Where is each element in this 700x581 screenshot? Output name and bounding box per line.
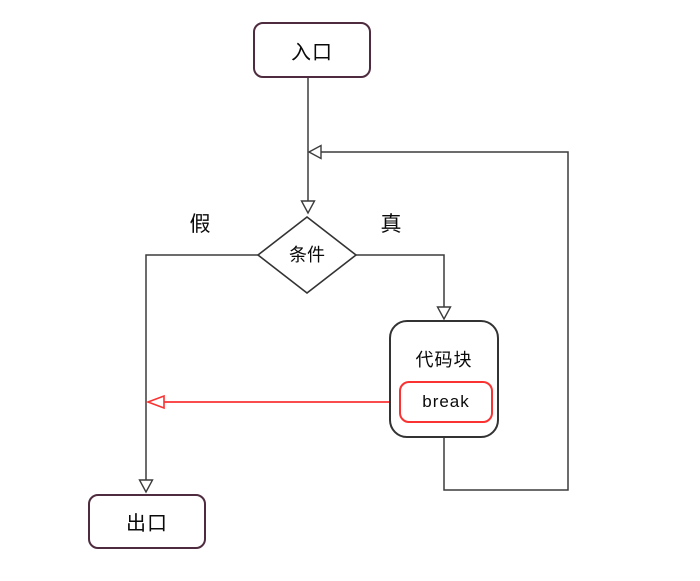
arrowhead-down-icon: [300, 200, 316, 215]
arrowhead-down-icon: [436, 306, 452, 321]
node-exit-label: 出口: [126, 513, 168, 535]
edge-label-true: 真: [380, 213, 402, 236]
node-condition-label: 条件: [289, 245, 325, 265]
node-code-block: 代码块 break: [389, 320, 499, 438]
node-entry: 入口: [253, 22, 371, 78]
node-break-label: break: [422, 392, 470, 411]
edge-condition-to-codeblock: [356, 254, 445, 307]
arrowhead-down-icon: [138, 479, 154, 494]
condition-diamond-shape: [256, 215, 358, 295]
node-code-block-label: 代码块: [415, 350, 473, 370]
edge-condition-to-exit: [145, 254, 258, 480]
edge-label-false: 假: [189, 213, 211, 236]
arrowhead-left-red-icon: [145, 394, 165, 410]
node-entry-label: 入口: [291, 41, 333, 64]
node-exit: 出口: [88, 494, 206, 549]
edge-loop-back: [321, 151, 569, 491]
node-break: break: [399, 381, 493, 423]
arrowhead-left-icon: [307, 144, 322, 160]
